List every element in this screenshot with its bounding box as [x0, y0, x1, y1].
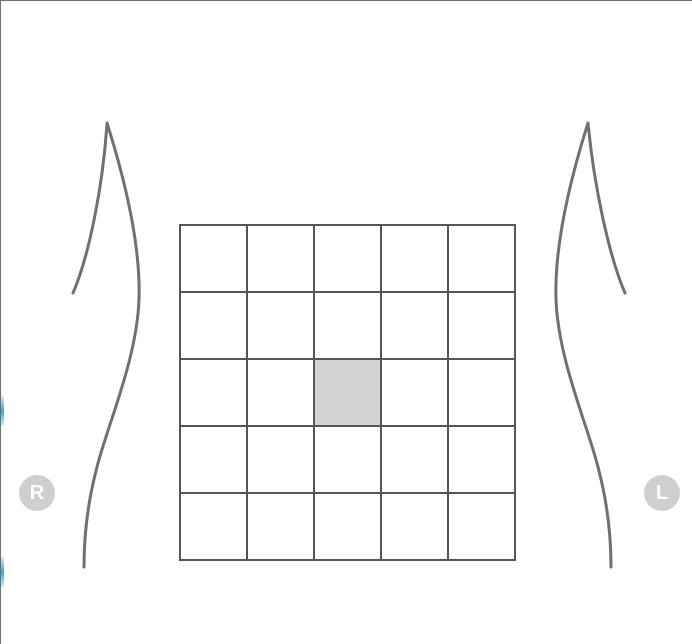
- grid-cell: [448, 493, 515, 560]
- torso-outline-right: [73, 123, 139, 567]
- grid-cell: [448, 225, 515, 292]
- grid-cell: [180, 292, 247, 359]
- grid-cell: [314, 292, 381, 359]
- right-side-label: R: [30, 482, 44, 504]
- torso-outline-left: [556, 123, 625, 567]
- left-side-label: L: [656, 482, 668, 504]
- grid-cell: [448, 292, 515, 359]
- grid-cell: [314, 493, 381, 560]
- right-side-badge: R: [19, 475, 55, 511]
- grid-cell: [180, 225, 247, 292]
- abdominal-grid: [180, 225, 515, 560]
- grid-cell: [381, 426, 448, 493]
- grid-cell-highlighted: [314, 359, 381, 426]
- grid-cell: [381, 225, 448, 292]
- grid-cell: [247, 426, 314, 493]
- grid-cell: [448, 426, 515, 493]
- grid-cell: [448, 359, 515, 426]
- left-side-badge: L: [644, 475, 680, 511]
- grid-cell: [247, 292, 314, 359]
- grid-cell: [180, 359, 247, 426]
- grid-cell: [247, 225, 314, 292]
- grid-cell: [314, 225, 381, 292]
- grid-cell: [381, 493, 448, 560]
- grid-cell: [314, 426, 381, 493]
- grid-cell: [247, 359, 314, 426]
- grid-cell: [247, 493, 314, 560]
- grid-cell: [381, 359, 448, 426]
- grid-cell: [180, 426, 247, 493]
- grid-cell: [180, 493, 247, 560]
- grid-cell: [381, 292, 448, 359]
